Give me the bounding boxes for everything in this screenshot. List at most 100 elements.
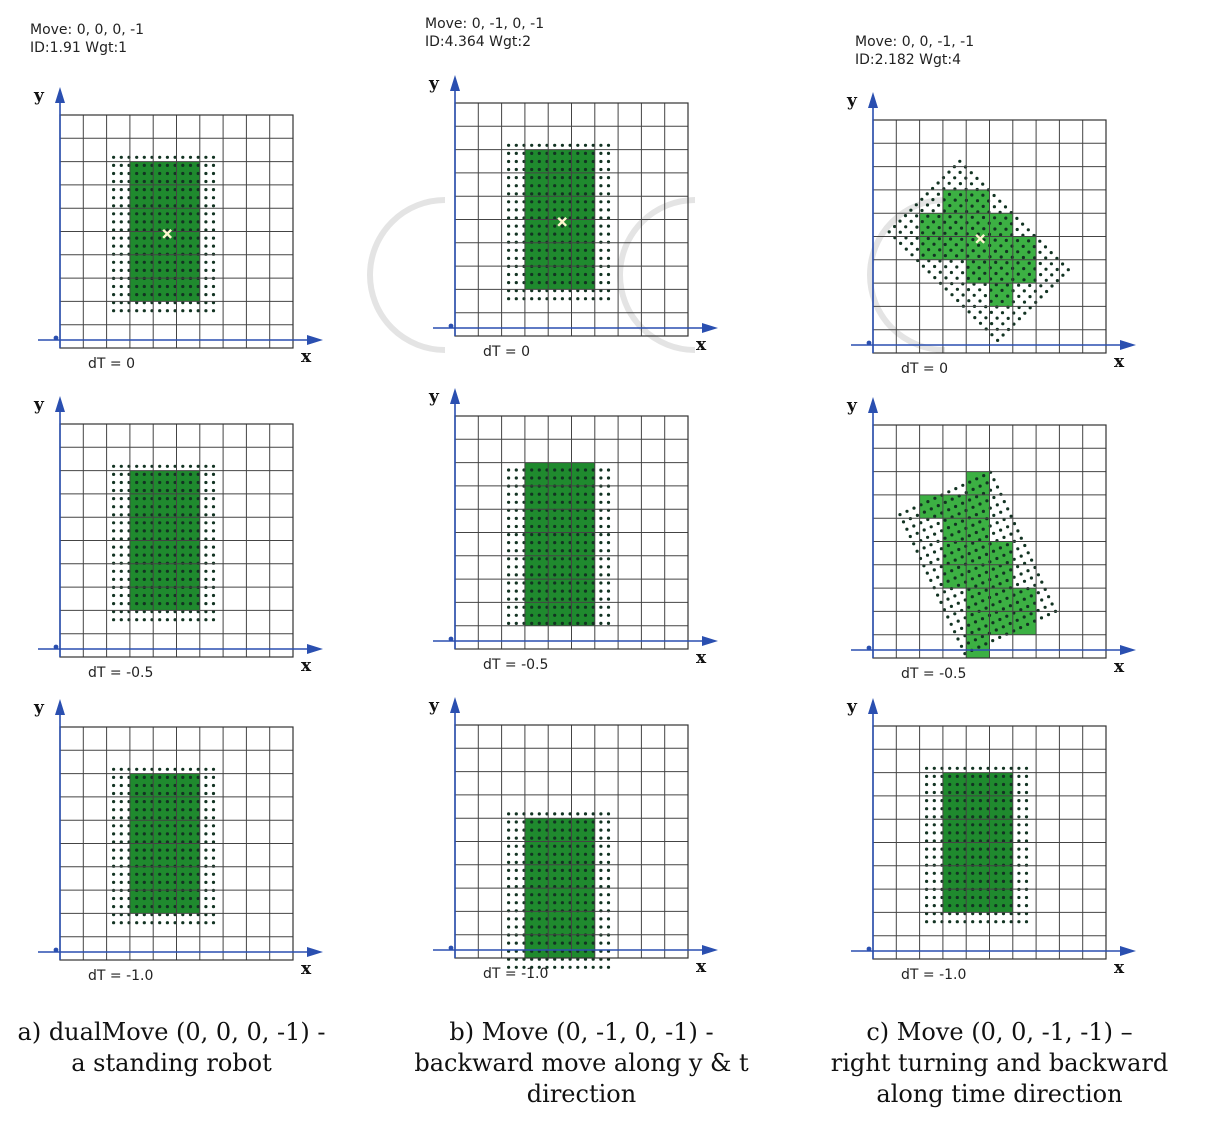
sample-dot: [158, 252, 162, 256]
sample-dot: [530, 893, 534, 897]
sample-dot: [599, 925, 603, 929]
sample-dot: [1017, 920, 1021, 924]
sample-dot: [530, 868, 534, 873]
sample-dot: [576, 613, 580, 617]
sample-dot: [992, 513, 996, 518]
sample-dot: [995, 592, 999, 596]
sample-dot: [925, 807, 929, 811]
sample-dot: [119, 872, 123, 876]
sample-dot: [1038, 250, 1042, 254]
sample-dot: [599, 597, 603, 601]
sample-dot: [927, 248, 931, 252]
sample-dot: [553, 216, 557, 220]
sample-dot: [560, 597, 565, 601]
sample-dot: [948, 839, 952, 843]
sample-dot: [158, 163, 162, 167]
sample-dot: [568, 860, 572, 865]
sample-dot: [599, 151, 603, 155]
sample-dot: [568, 248, 572, 252]
sample-dot: [188, 163, 193, 167]
sample-dot: [599, 605, 603, 609]
sample-dot: [606, 200, 611, 204]
sample-dot: [135, 864, 139, 868]
sample-dot: [995, 556, 999, 561]
sample-dot: [576, 143, 580, 147]
sample-dot: [553, 232, 557, 236]
sample-dot: [576, 159, 580, 164]
sample-dot: [560, 549, 565, 553]
sample-dot: [1004, 238, 1008, 242]
sample-dot: [591, 868, 595, 873]
sample-dot: [994, 628, 998, 632]
sample-dot: [142, 155, 146, 159]
sample-dot: [537, 941, 541, 945]
sample-dot: [1001, 823, 1006, 827]
sample-dot: [591, 533, 595, 537]
sample-dot: [576, 621, 580, 626]
sample-dot: [507, 820, 511, 824]
sample-dot: [514, 852, 518, 856]
sample-dot: [135, 513, 139, 517]
sample-dot: [583, 941, 588, 945]
sample-dot: [112, 848, 116, 852]
sample-dot: [537, 557, 541, 561]
sample-dot: [599, 492, 603, 496]
sample-dot: [188, 848, 193, 852]
sample-dot: [954, 243, 958, 247]
sample-dot: [514, 589, 518, 593]
id-weight-label: ID:1.91 Wgt:1: [30, 40, 127, 56]
sample-dot: [1006, 294, 1010, 298]
sample-dot: [537, 621, 541, 626]
sample-dot: [599, 868, 603, 873]
sample-dot: [119, 593, 123, 598]
sample-dot: [142, 464, 146, 468]
sample-dot: [990, 333, 994, 337]
sample-dot: [196, 293, 200, 297]
sample-dot: [507, 581, 511, 585]
sample-dot: [599, 533, 603, 537]
sample-dot: [1005, 578, 1009, 583]
sample-dot: [971, 260, 976, 264]
sample-dot: [599, 516, 603, 521]
sample-dot: [173, 268, 177, 272]
sample-dot: [887, 230, 891, 234]
sample-dot: [925, 799, 929, 803]
sample-dot: [606, 224, 611, 228]
sample-dot: [1039, 273, 1043, 277]
sample-dot: [537, 605, 541, 609]
origin-dot: [866, 946, 872, 952]
sample-dot: [986, 815, 990, 819]
sample-dot: [978, 879, 983, 884]
sample-dot: [568, 500, 572, 504]
sample-dot: [173, 816, 177, 820]
sample-dot: [507, 965, 511, 969]
sample-dot: [204, 905, 208, 909]
sample-dot: [994, 807, 998, 811]
sample-dot: [181, 816, 185, 820]
sample-dot: [119, 196, 123, 200]
sample-dot: [112, 545, 116, 549]
sample-dot: [1017, 904, 1021, 908]
sample-dot: [135, 905, 139, 909]
sample-dot: [576, 565, 580, 569]
sample-dot: [165, 155, 169, 159]
sample-dot: [135, 602, 139, 606]
sample-dot: [971, 863, 975, 867]
sample-dot: [591, 597, 595, 601]
sample-dot: [999, 528, 1003, 532]
sample-dot: [599, 476, 603, 480]
sample-dot: [925, 782, 929, 787]
sample-dot: [576, 917, 580, 921]
sample-dot: [119, 569, 123, 573]
sample-dot: [576, 240, 580, 244]
sample-dot: [553, 516, 557, 521]
sample-dot: [977, 243, 981, 247]
sample-dot: [905, 509, 909, 513]
sample-dot: [925, 879, 929, 884]
sample-dot: [948, 204, 952, 208]
sample-dot: [953, 630, 957, 634]
sample-dot: [112, 513, 116, 517]
sample-dot: [142, 228, 146, 232]
